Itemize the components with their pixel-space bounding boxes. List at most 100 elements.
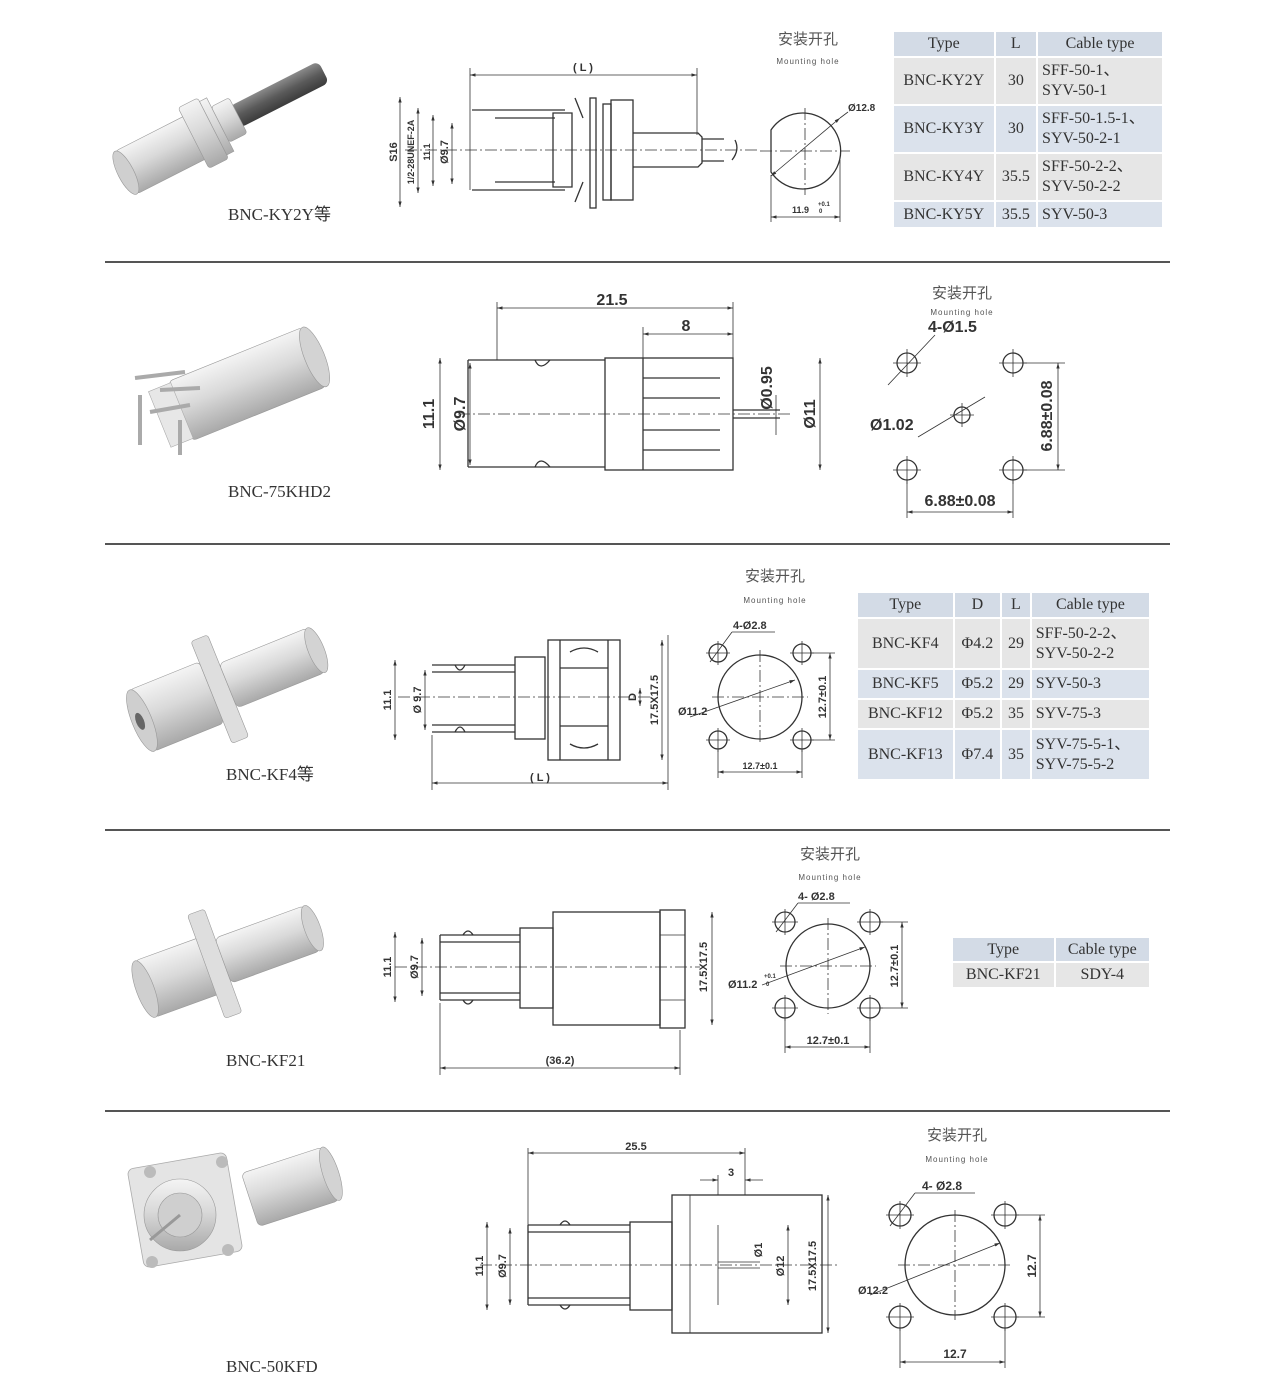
header-d: D xyxy=(952,591,1003,619)
mount-hole-diameter: Ø12.2 xyxy=(858,1285,888,1297)
mount-holes: 4- Ø2.8 xyxy=(922,1179,962,1193)
drawing-bnc-75khd2: 21.5 8 11.1 Ø9.7 Ø0.95 Ø11 安装开孔 Mounting… xyxy=(421,284,1065,518)
mount-title: 安装开孔 xyxy=(745,567,805,585)
mount-pitch-v: 12.7±0.1 xyxy=(817,676,829,719)
mount-pitch-v: 6.88±0.08 xyxy=(1039,380,1056,451)
mount-title: 安装开孔 xyxy=(927,1126,987,1144)
header-type: Type xyxy=(892,30,996,58)
section-divider xyxy=(105,261,1170,263)
mount-title: 安装开孔 xyxy=(800,845,860,863)
mount-pitch-v: 12.7±0.1 xyxy=(889,945,901,988)
dim-11-1: 11.1 xyxy=(382,957,394,978)
header-cable: Cable type xyxy=(1053,936,1152,963)
product-label: BNC-KF21 xyxy=(226,1051,305,1070)
dim-11-1: 11.1 xyxy=(474,1256,486,1277)
dim-length: (36.2) xyxy=(546,1055,575,1067)
header-type: Type xyxy=(856,591,955,619)
mount-holes: 4-Ø2.8 xyxy=(733,620,767,632)
tol-lower: 0 xyxy=(766,982,770,988)
dim-step: 3 xyxy=(728,1167,734,1179)
tol-upper: +0.1 xyxy=(818,202,831,208)
mount-subtitle: Mounting hole xyxy=(798,873,861,882)
dim-flange: 17.5X17.5 xyxy=(807,1241,819,1291)
header-cable: Cable type xyxy=(1029,591,1152,619)
dim-11-1: 11.1 xyxy=(421,399,438,429)
drawing-bnc-50kfd: 25.5 3 11.1 Ø9.7 Ø1 Ø12 17.5X17.5 安装开孔 M… xyxy=(474,1126,1045,1368)
drawing-bnc-kf4: 11.1 Ø 9.7 ( L ) 17.5X17.5 D 安装开孔 Mounti… xyxy=(382,567,835,790)
dim-length: ( L ) xyxy=(530,772,550,784)
dim-length: 21.5 xyxy=(596,292,627,309)
dim-11-1: 11.1 xyxy=(422,143,432,160)
dim-thread: 1/2-28UNEF-2A xyxy=(406,119,416,184)
product-photo-bnc-75khd2 xyxy=(148,326,330,448)
mount-flat-width: 11.9 xyxy=(792,205,809,215)
mount-hole-diameter: Ø11.2 xyxy=(728,979,757,991)
mount-hole-diameter: Ø11.2 xyxy=(678,706,707,718)
dim-s16: S16 xyxy=(388,142,400,162)
mount-center-hole: Ø1.02 xyxy=(870,417,914,434)
section-divider xyxy=(105,543,1170,545)
section-divider xyxy=(105,829,1170,831)
dim-length: 25.5 xyxy=(625,1141,646,1153)
mount-pitch-v: 12.7 xyxy=(1025,1254,1039,1278)
tol-lower: 0 xyxy=(819,209,823,215)
drawing-bnc-ky2y: ( L ) S16 1/2-28UNEF-2A 11.1 Ø9.7 安装开孔 M… xyxy=(388,30,876,222)
header-type: Type xyxy=(951,936,1056,963)
drawing-bnc-kf21: 11.1 Ø9.7 17.5X17.5 (36.2) 安装开孔 Mounting… xyxy=(382,845,908,1075)
mount-pitch-h: 12.7±0.1 xyxy=(743,761,778,771)
product-label: BNC-50KFD xyxy=(226,1357,318,1376)
dim-length: ( L ) xyxy=(573,62,593,74)
dim-block: 8 xyxy=(682,318,691,335)
mount-pitch-h: 12.7±0.1 xyxy=(807,1035,850,1047)
product-photo-bnc-kf4 xyxy=(126,627,329,752)
dim-pin: Ø1 xyxy=(753,1243,765,1258)
product-label: BNC-KF4等 xyxy=(226,765,314,784)
mount-subtitle: Mounting hole xyxy=(776,57,839,66)
dim-d: D xyxy=(627,693,639,701)
mount-subtitle: Mounting hole xyxy=(930,308,993,317)
dim-9-7: Ø9.7 xyxy=(497,1254,509,1278)
dim-12: Ø12 xyxy=(775,1256,787,1277)
header-l: L xyxy=(993,30,1039,58)
mount-pitch-h: 6.88±0.08 xyxy=(924,493,995,510)
mount-hole-diameter: Ø12.8 xyxy=(848,103,876,114)
dim-9-7: Ø9.7 xyxy=(439,140,451,164)
header-cable: Cable type xyxy=(1036,30,1164,58)
dim-9-7: Ø9.7 xyxy=(409,955,421,979)
mount-title: 安装开孔 xyxy=(778,30,838,48)
mount-pitch-h: 12.7 xyxy=(943,1347,967,1361)
header-l: L xyxy=(1000,591,1032,619)
mount-holes: 4-Ø1.5 xyxy=(928,319,977,336)
section-divider xyxy=(105,1110,1170,1112)
dim-flange: 17.5X17.5 xyxy=(649,675,661,725)
dim-pin: Ø0.95 xyxy=(759,366,776,410)
product-photo-bnc-50kfd xyxy=(127,1146,343,1268)
mount-title: 安装开孔 xyxy=(932,284,992,302)
dim-9-7: Ø9.7 xyxy=(452,397,469,432)
product-photo-bnc-kf21 xyxy=(131,905,324,1018)
product-label: BNC-75KHD2 xyxy=(228,482,331,501)
product-photo-bnc-ky2y xyxy=(112,63,328,195)
tol-upper: +0.1 xyxy=(764,974,777,980)
dim-9-7: Ø 9.7 xyxy=(412,687,424,714)
product-label: BNC-KY2Y等 xyxy=(228,205,331,224)
pins xyxy=(134,370,201,455)
mount-subtitle: Mounting hole xyxy=(743,596,806,605)
mount-holes: 4- Ø2.8 xyxy=(798,891,835,903)
mount-subtitle: Mounting hole xyxy=(925,1155,988,1164)
dim-11-1: 11.1 xyxy=(382,690,394,711)
dim-11: Ø11 xyxy=(802,399,819,428)
dim-flange: 17.5X17.5 xyxy=(698,942,710,992)
